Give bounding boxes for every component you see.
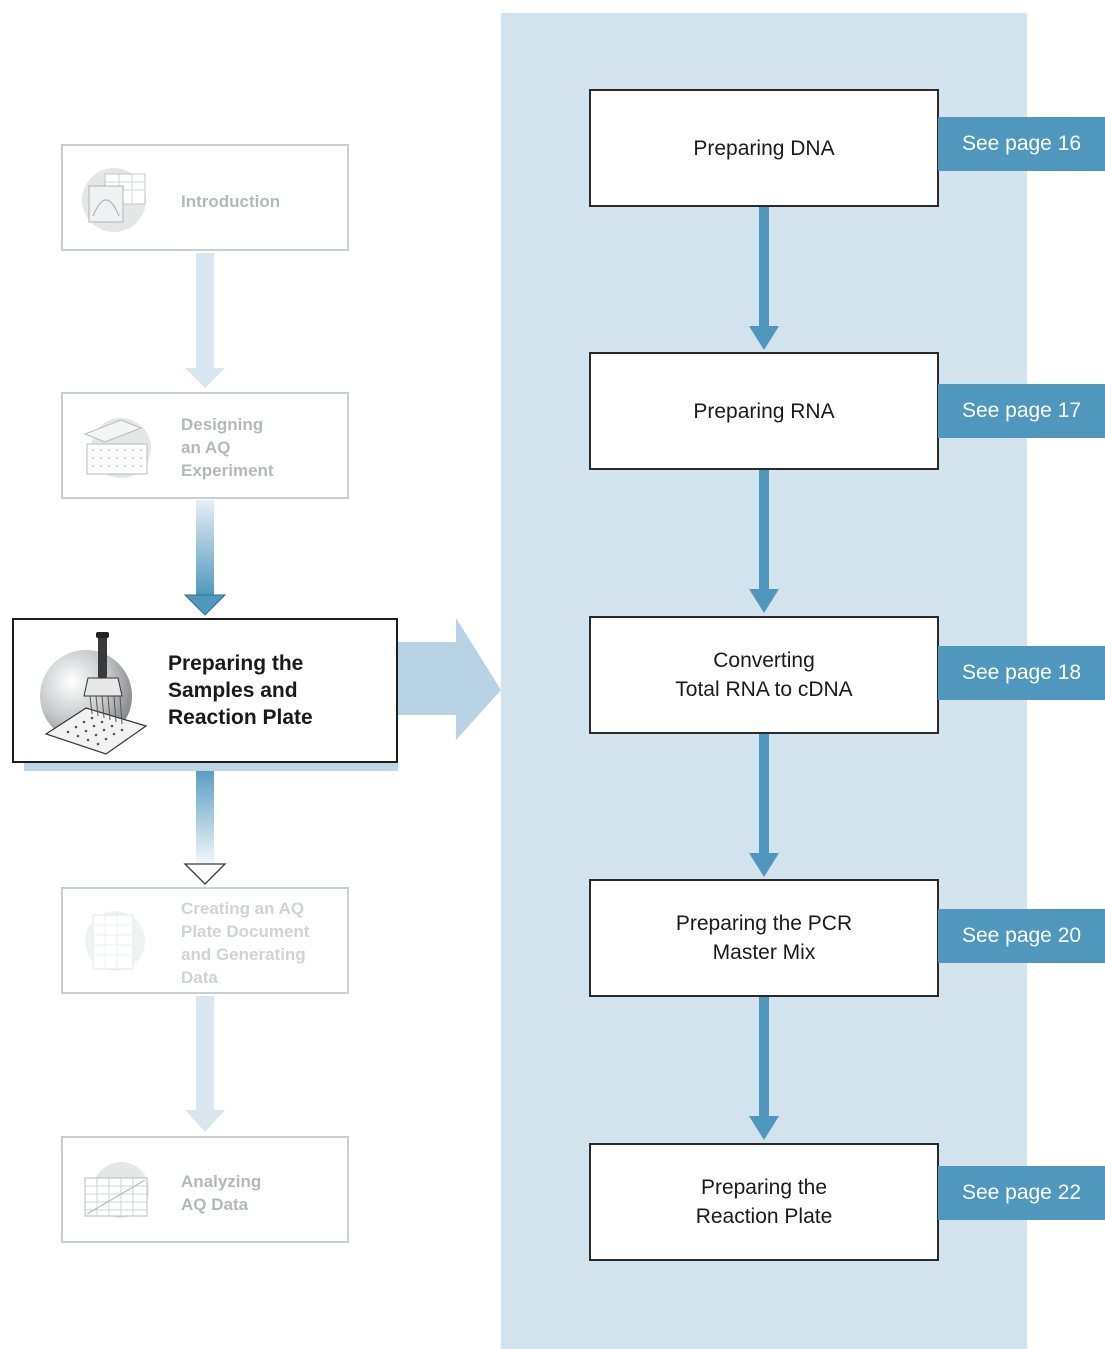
left-step-introduction: Introduction [61,144,349,251]
arrow-prepare-to-create [183,764,227,885]
arrow-dna-to-rna [749,207,779,350]
left-step-label: Creating an AQ Plate Document and Genera… [181,899,310,987]
right-step-label: Preparing DNA [693,136,835,160]
right-step-preparing-rna: Preparing RNA [589,352,939,470]
arrow-create-to-analyze [185,996,225,1132]
right-step-label: Converting Total RNA to cDNA [675,649,853,701]
expand-arrow [398,618,501,740]
right-step-label: Preparing the PCR Master Mix [675,912,853,964]
arrow-cdna-to-mastermix [749,734,779,877]
right-step-master-mix: Preparing the PCR Master Mix [589,879,939,997]
arrow-rna-to-cdna [749,470,779,613]
page-ref-tab[interactable]: See page 20 [938,909,1105,963]
right-step-reaction-plate: Preparing the Reaction Plate [589,1143,939,1261]
page-ref-tab[interactable]: See page 16 [938,117,1105,171]
plate-layout-icon [83,418,151,478]
page-ref-tab[interactable]: See page 18 [938,646,1105,700]
left-step-designing: Designing an AQ Experiment [61,392,349,499]
active-step-label: Preparing the Samples and Reaction Plate [168,652,313,729]
left-step-creating-document: Creating an AQ Plate Document and Genera… [61,887,349,994]
right-step-label: Preparing the Reaction Plate [695,1176,833,1228]
right-step-preparing-dna: Preparing DNA [589,89,939,207]
right-step-label: Preparing RNA [693,399,835,423]
computer-screen-icon [82,168,146,232]
left-step-label: Introduction [181,192,281,211]
page-ref-tab[interactable]: See page 22 [938,1166,1105,1220]
plate-document-icon [85,911,145,971]
left-step-preparing-samples: Preparing the Samples and Reaction Plate [12,618,398,763]
page-ref-tab[interactable]: See page 17 [938,384,1105,438]
data-grid-icon [84,1162,149,1218]
arrow-mastermix-to-plate [749,997,779,1140]
left-step-analyzing: Analyzing AQ Data [61,1136,349,1243]
left-step-label: Designing an AQ Experiment [181,415,274,480]
arrow-intro-to-design [185,253,225,388]
arrow-design-to-prepare [183,500,227,616]
right-step-converting-rna: Converting Total RNA to cDNA [589,616,939,734]
left-step-label: Analyzing AQ Data [181,1172,262,1214]
pipette-plate-icon [40,632,148,755]
